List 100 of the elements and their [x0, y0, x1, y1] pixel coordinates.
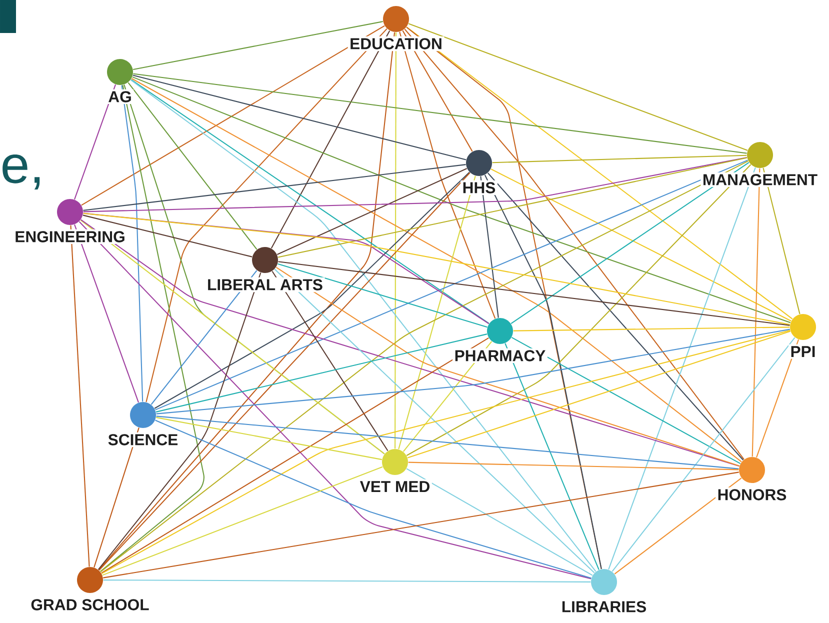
connection-line	[82, 214, 252, 258]
connection-line	[270, 30, 390, 249]
connection-line	[612, 337, 796, 572]
connection-line	[756, 339, 800, 458]
connection-line	[156, 416, 739, 470]
connection-line	[121, 85, 144, 402]
connection-line	[133, 73, 747, 154]
connection-line	[278, 261, 790, 326]
connection-line	[74, 224, 139, 403]
node-label: PPI	[791, 346, 815, 357]
connection-line	[156, 416, 382, 460]
network-node: ENGINEERING	[12, 199, 128, 244]
connection-line	[103, 472, 739, 578]
connection-line	[98, 172, 470, 571]
network-node: MANAGEMENT	[700, 142, 820, 188]
connection-line	[406, 468, 593, 576]
node-label: EDUCATION	[350, 38, 442, 50]
connection-line	[101, 330, 790, 574]
connection-line	[83, 157, 747, 212]
connection-line	[492, 154, 747, 164]
connection-line	[504, 343, 600, 570]
connection-line	[404, 28, 744, 460]
connection-line	[155, 160, 748, 410]
connection-line	[156, 328, 790, 414]
connection-line	[70, 225, 90, 567]
network-node: GRAD SCHOOL	[28, 567, 152, 612]
connection-line	[83, 164, 466, 211]
connection-line	[154, 172, 470, 409]
connection-line	[608, 167, 756, 570]
connection-line	[408, 23, 748, 151]
connection-line	[74, 84, 116, 200]
connection-line	[133, 21, 383, 70]
connection-line	[132, 76, 791, 324]
connection-line	[94, 428, 140, 568]
network-node: VET MED	[358, 449, 432, 494]
connection-line	[130, 79, 490, 324]
node-label: MANAGEMENT	[704, 174, 818, 186]
connection-line	[278, 157, 748, 258]
connection-line	[128, 82, 258, 250]
connection-line	[131, 78, 742, 462]
network-node: AG	[106, 59, 134, 104]
node-label: LIBERAL ARTS	[208, 279, 322, 290]
connection-line	[103, 580, 591, 582]
connection-line	[278, 263, 488, 328]
connection-line	[272, 270, 388, 452]
connection-line	[101, 337, 489, 574]
network-node: PPI	[788, 314, 818, 359]
connection-line	[98, 272, 262, 570]
connection-line	[510, 162, 750, 324]
connection-line	[276, 168, 468, 255]
network-node: HHS	[460, 150, 498, 196]
node-label: HONORS	[718, 489, 786, 500]
connection-line	[276, 266, 740, 466]
node-label: LIBRARIES	[562, 601, 646, 612]
connection-line	[398, 176, 476, 450]
connection-line	[146, 28, 388, 402]
connection-line	[408, 462, 739, 470]
connection-line	[406, 26, 793, 320]
connection-line	[83, 212, 790, 326]
connection-line	[513, 326, 790, 332]
connection-line	[100, 84, 204, 572]
connection-line	[762, 168, 800, 314]
connection-line	[156, 334, 488, 412]
connection-line	[614, 478, 742, 574]
network-node: SCIENCE	[106, 402, 180, 448]
text-fragment: e,	[2, 154, 40, 190]
connection-line	[402, 30, 473, 152]
node-label: GRAD SCHOOL	[31, 599, 149, 610]
connection-line	[81, 25, 385, 206]
connection-line	[274, 268, 595, 574]
connection-line	[80, 219, 740, 467]
connection-line	[408, 330, 790, 458]
connection-line	[399, 32, 496, 319]
connection-line	[155, 420, 592, 579]
connection-line	[490, 168, 792, 322]
node-label: AG	[108, 91, 131, 102]
network-node: HONORS	[716, 457, 788, 502]
connection-line	[150, 270, 258, 405]
connection-line	[78, 221, 592, 580]
node-label: PHARMACY	[455, 350, 546, 362]
node-label: HHS	[463, 182, 496, 194]
network-node: LIBERAL ARTS	[205, 247, 325, 292]
connection-line	[80, 220, 385, 454]
network-node: LIBRARIES	[560, 569, 648, 614]
node-label: VET MED	[360, 481, 430, 492]
connection-line	[752, 168, 760, 457]
connection-line	[488, 172, 744, 460]
connection-line	[394, 32, 396, 449]
connection-line	[132, 74, 466, 160]
connection-line	[98, 32, 396, 570]
connection-line	[406, 164, 752, 456]
network-node: EDUCATION	[348, 6, 444, 52]
connection-line	[511, 336, 741, 464]
network-node: PHARMACY	[452, 318, 548, 364]
node-label: SCIENCE	[108, 434, 178, 446]
connection-line	[480, 176, 499, 318]
connection-line	[102, 466, 383, 576]
connection-line	[130, 79, 596, 572]
connection-line	[484, 174, 602, 570]
node-label: ENGINEERING	[16, 231, 124, 242]
